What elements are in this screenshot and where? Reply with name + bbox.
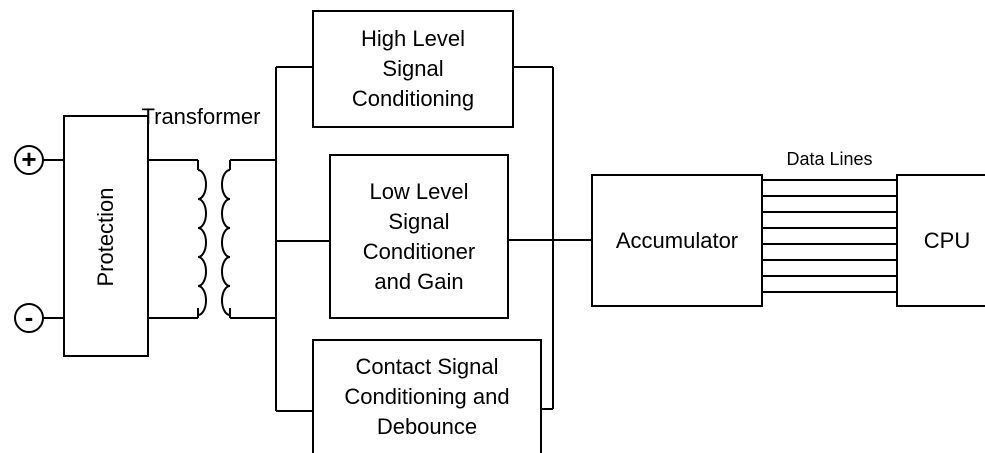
high-level-block: [312, 10, 514, 128]
data-lines: [762, 179, 897, 293]
accumulator-label: Accumulator: [615, 227, 739, 253]
protection-block: [63, 115, 149, 357]
negative-terminal-label: -: [24, 302, 34, 332]
high-level-label: High Level Signal Conditioning: [351, 26, 475, 111]
low-level-label: Low Level Signal Conditioner and Gain: [362, 178, 476, 294]
cpu-block: [896, 174, 985, 307]
transformer-symbol: [197, 169, 231, 316]
accumulator-block: [591, 174, 763, 307]
cpu-label: CPU: [923, 227, 971, 253]
data-lines-label: Data Lines: [786, 149, 873, 169]
contact-label: Contact Signal Conditioning and Debounce: [344, 354, 510, 439]
low-level-block: [329, 154, 509, 319]
transformer-label: Transformer: [141, 104, 261, 129]
protection-label: Protection: [93, 187, 118, 287]
positive-terminal-label: +: [21, 144, 37, 174]
contact-block: [312, 339, 542, 453]
